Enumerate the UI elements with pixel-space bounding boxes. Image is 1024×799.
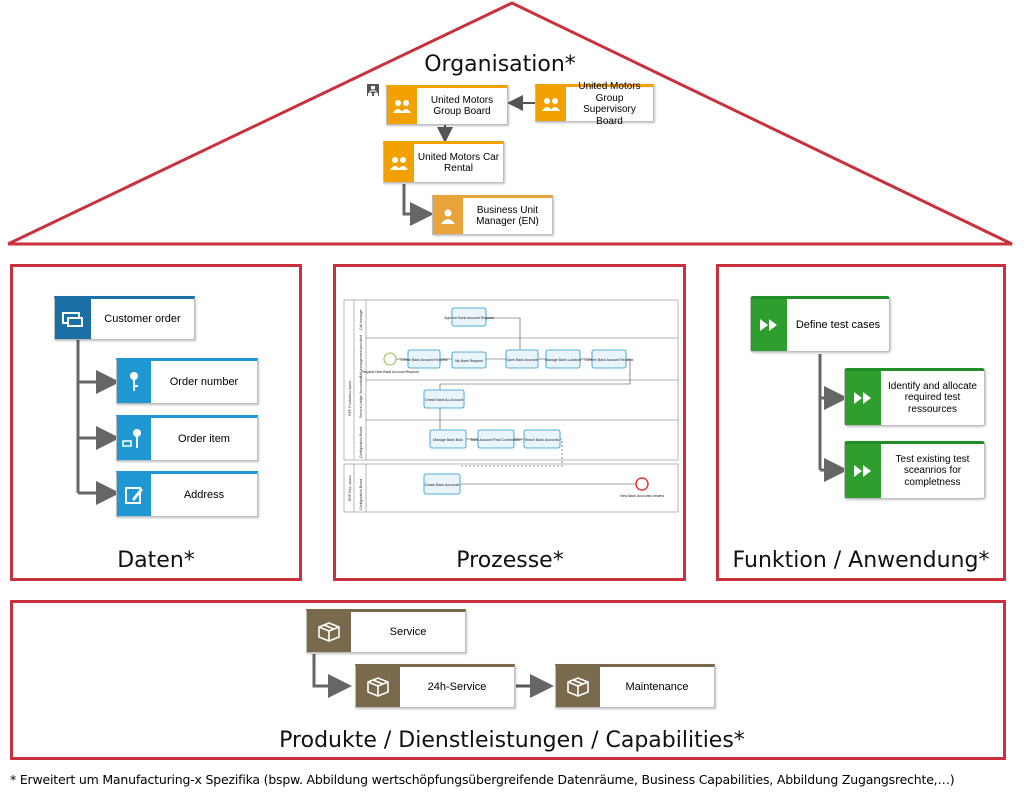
data-customer-order[interactable]: Customer order — [54, 296, 195, 340]
fn-define-test-cases[interactable]: Define test cases — [750, 296, 890, 352]
lane-label: Service Ledger Accountant — [359, 376, 363, 418]
org-car-rental[interactable]: United Motors Car Rental — [383, 141, 504, 183]
bpmn-task-label: Reach Bank Accounts — [525, 438, 559, 442]
bpmn-task-label: My Bank Request — [455, 359, 483, 363]
prod-24h-service-label: 24h-Service — [427, 680, 487, 693]
foreign-key-icon — [117, 418, 151, 460]
prozesse-title: Prozesse* — [456, 548, 564, 573]
daten-connectors — [76, 340, 120, 505]
bpmn-task-label: Bank Account Final Confirmation — [471, 438, 522, 442]
funktion-frame — [716, 264, 1006, 581]
bpmn-task-label: Open Bank Account — [507, 358, 538, 362]
bpmn-task-label: Create Bank Account Request — [401, 358, 448, 362]
daten-title: Daten* — [117, 548, 195, 573]
bpmn-start-event-label: Request New Bank Account Request — [361, 370, 418, 374]
fn-identify-resources[interactable]: Identify and allocate required test ress… — [844, 368, 985, 426]
lane-label: Configuration Board — [359, 479, 363, 510]
people-icon — [536, 87, 566, 121]
prod-24h-service[interactable]: 24h-Service — [355, 664, 515, 708]
lane-label: Configuration Board — [359, 427, 363, 458]
bpmn-process-diagram[interactable]: Call manager Call management specialist … — [340, 296, 680, 516]
pool-label: ERP Rep. space — [348, 475, 352, 501]
bpmn-task-label: Create Bank Ac-Account — [425, 398, 463, 402]
org-bu-manager-label: Business Unit Manager (EN) — [476, 204, 539, 228]
prod-maintenance-label: Maintenance — [625, 680, 689, 693]
org-car-rental-label: United Motors Car Rental — [417, 151, 500, 175]
package-icon — [356, 667, 400, 707]
lane-label: Call management specialist — [359, 335, 363, 378]
bpmn-task-label: Create Bank Accounts — [425, 483, 460, 487]
fn-define-test-cases-label: Define test cases — [795, 318, 881, 331]
fn-test-scenarios[interactable]: Test existing test sceanrios for complet… — [844, 441, 985, 499]
edit-icon — [117, 474, 151, 516]
fn-test-scenarios-label: Test existing test sceanrios for complet… — [895, 453, 970, 488]
pool-label: GPP Production space — [348, 381, 352, 416]
package-icon — [556, 667, 600, 707]
prod-service[interactable]: Service — [306, 609, 466, 653]
lane-label: Call manager — [359, 308, 363, 330]
fast-forward-icon — [845, 444, 881, 498]
prod-service-label: Service — [389, 625, 427, 638]
fast-forward-icon — [845, 371, 881, 425]
footnote: * Erweitert um Manufacturing-x Spezifika… — [10, 772, 955, 787]
data-order-number[interactable]: Order number — [116, 358, 258, 404]
data-order-item-label: Order item — [178, 432, 230, 445]
funktion-connectors — [818, 354, 848, 482]
roof-outline — [7, 1, 1013, 246]
produkte-connectors — [312, 654, 554, 698]
bpmn-task-label: Approve Bank Account Request — [444, 316, 493, 320]
org-bu-manager[interactable]: Business Unit Manager (EN) — [432, 195, 553, 235]
data-order-number-label: Order number — [169, 375, 239, 388]
hierarchy-icon[interactable] — [367, 84, 379, 96]
data-address[interactable]: Address — [116, 471, 258, 517]
produkte-frame — [10, 600, 1006, 760]
data-customer-order-label: Customer order — [104, 312, 181, 325]
org-supervisory-board[interactable]: United Motors Group Supervisory Board — [535, 81, 654, 127]
bpmn-task-label: Confirm Bank Account Request — [585, 358, 634, 362]
fast-forward-icon — [751, 299, 787, 351]
fn-identify-resources-label: Identify and allocate required test ress… — [888, 380, 977, 415]
org-connectors — [402, 95, 535, 226]
prozesse-frame — [333, 264, 686, 581]
bpmn-task-label: Manage Bank Location — [545, 358, 581, 362]
person-icon — [433, 198, 463, 234]
funktion-title: Funktion / Anwendung* — [732, 548, 990, 573]
org-supervisory-board-label: United Motors Group Supervisory Board — [578, 81, 641, 127]
prod-maintenance[interactable]: Maintenance — [555, 664, 715, 708]
org-group-board-label: United Motors Group Board — [430, 94, 494, 118]
bpmn-end-event-label: New Bank Accounts created — [620, 494, 664, 498]
data-address-label: Address — [183, 488, 225, 501]
bpmn-task-label: Manage Bank Bulk — [433, 438, 463, 442]
organisation-title: Organisation* — [424, 52, 576, 77]
people-icon — [387, 88, 417, 124]
key-icon — [117, 361, 151, 403]
org-group-board[interactable]: United Motors Group Board — [386, 85, 508, 125]
package-icon — [307, 612, 351, 652]
daten-frame — [10, 264, 302, 581]
data-order-item[interactable]: Order item — [116, 415, 258, 461]
produkte-title: Produkte / Dienstleistungen / Capabiliti… — [279, 728, 745, 753]
entity-icon — [55, 299, 91, 339]
people-icon — [384, 144, 414, 182]
